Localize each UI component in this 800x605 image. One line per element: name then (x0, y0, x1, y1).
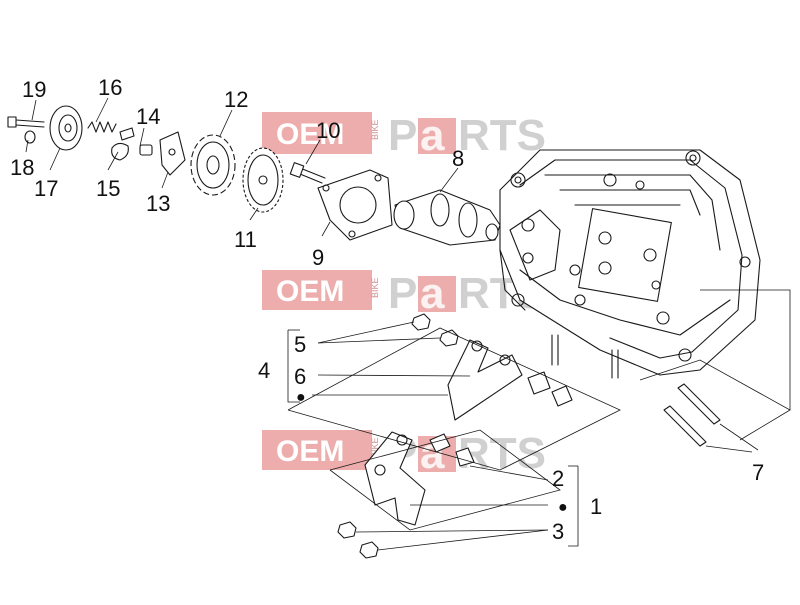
watermark-middle: OEM BIKE P a RTS (262, 269, 546, 318)
callout-16: 16 (98, 75, 122, 100)
watermark-p: P (388, 111, 417, 160)
pin-part-14 (139, 144, 153, 156)
rocker-arm-upper (447, 339, 573, 421)
callout-7: 7 (752, 460, 764, 485)
callout-4: 4 (258, 358, 270, 383)
gear-part-12 (190, 134, 236, 196)
cylinder-head (499, 149, 761, 379)
nut-part-3 (337, 521, 379, 559)
watermark-oem-text: OEM (276, 118, 344, 151)
lever-part-13 (159, 131, 186, 176)
callout-14: 14 (136, 104, 160, 129)
watermark-a: a (420, 111, 445, 160)
spring-part-16 (87, 121, 117, 133)
callout-labels: 19 18 17 16 15 14 13 12 11 10 9 8 7 5 4 … (10, 75, 764, 544)
kit-marker-1: ● (558, 499, 568, 516)
watermark-a: a (420, 269, 445, 318)
watermark-oem-text: OEM (276, 435, 344, 468)
watermark-bike-text: BIKE (370, 277, 380, 298)
callout-6: 6 (294, 364, 306, 389)
watermark-top: OEM BIKE P a RTS (262, 111, 546, 160)
callout-11: 11 (234, 227, 257, 252)
callout-5: 5 (294, 332, 306, 357)
callout-9: 9 (312, 245, 324, 270)
callout-13: 13 (146, 191, 170, 216)
callout-2: 2 (552, 466, 564, 491)
callout-17: 17 (34, 176, 58, 201)
kit-marker-4: ● (296, 389, 306, 406)
bolt-part-19 (7, 116, 45, 128)
cam-sprocket-part-11 (242, 147, 284, 213)
callout-19: 19 (22, 77, 46, 102)
washer-part-18 (24, 130, 36, 144)
screw-part-10 (289, 162, 326, 184)
watermark-oem-text: OEM (276, 275, 344, 308)
camshaft-part-8 (393, 189, 501, 246)
callout-10: 10 (316, 118, 340, 143)
watermark-p: P (388, 269, 417, 318)
watermark-rts: RTS (458, 111, 546, 160)
clip-part-15 (111, 127, 135, 161)
rocker-arm-lower (364, 431, 475, 526)
pulley-part-17 (49, 105, 83, 151)
callout-15: 15 (96, 176, 120, 201)
callout-12: 12 (224, 87, 248, 112)
watermark-bike-text: BIKE (370, 437, 380, 458)
callout-3: 3 (552, 519, 564, 544)
watermark-rts: RTS (458, 429, 546, 478)
watermark-bike-text: BIKE (370, 119, 380, 140)
cam-plate-part-9 (317, 169, 393, 241)
pins-part-7 (663, 383, 721, 447)
nut-part-5 (411, 313, 459, 347)
callout-1: 1 (590, 494, 602, 519)
leader-lines (25, 97, 791, 551)
callout-18: 18 (10, 155, 34, 180)
callout-8: 8 (452, 146, 464, 171)
